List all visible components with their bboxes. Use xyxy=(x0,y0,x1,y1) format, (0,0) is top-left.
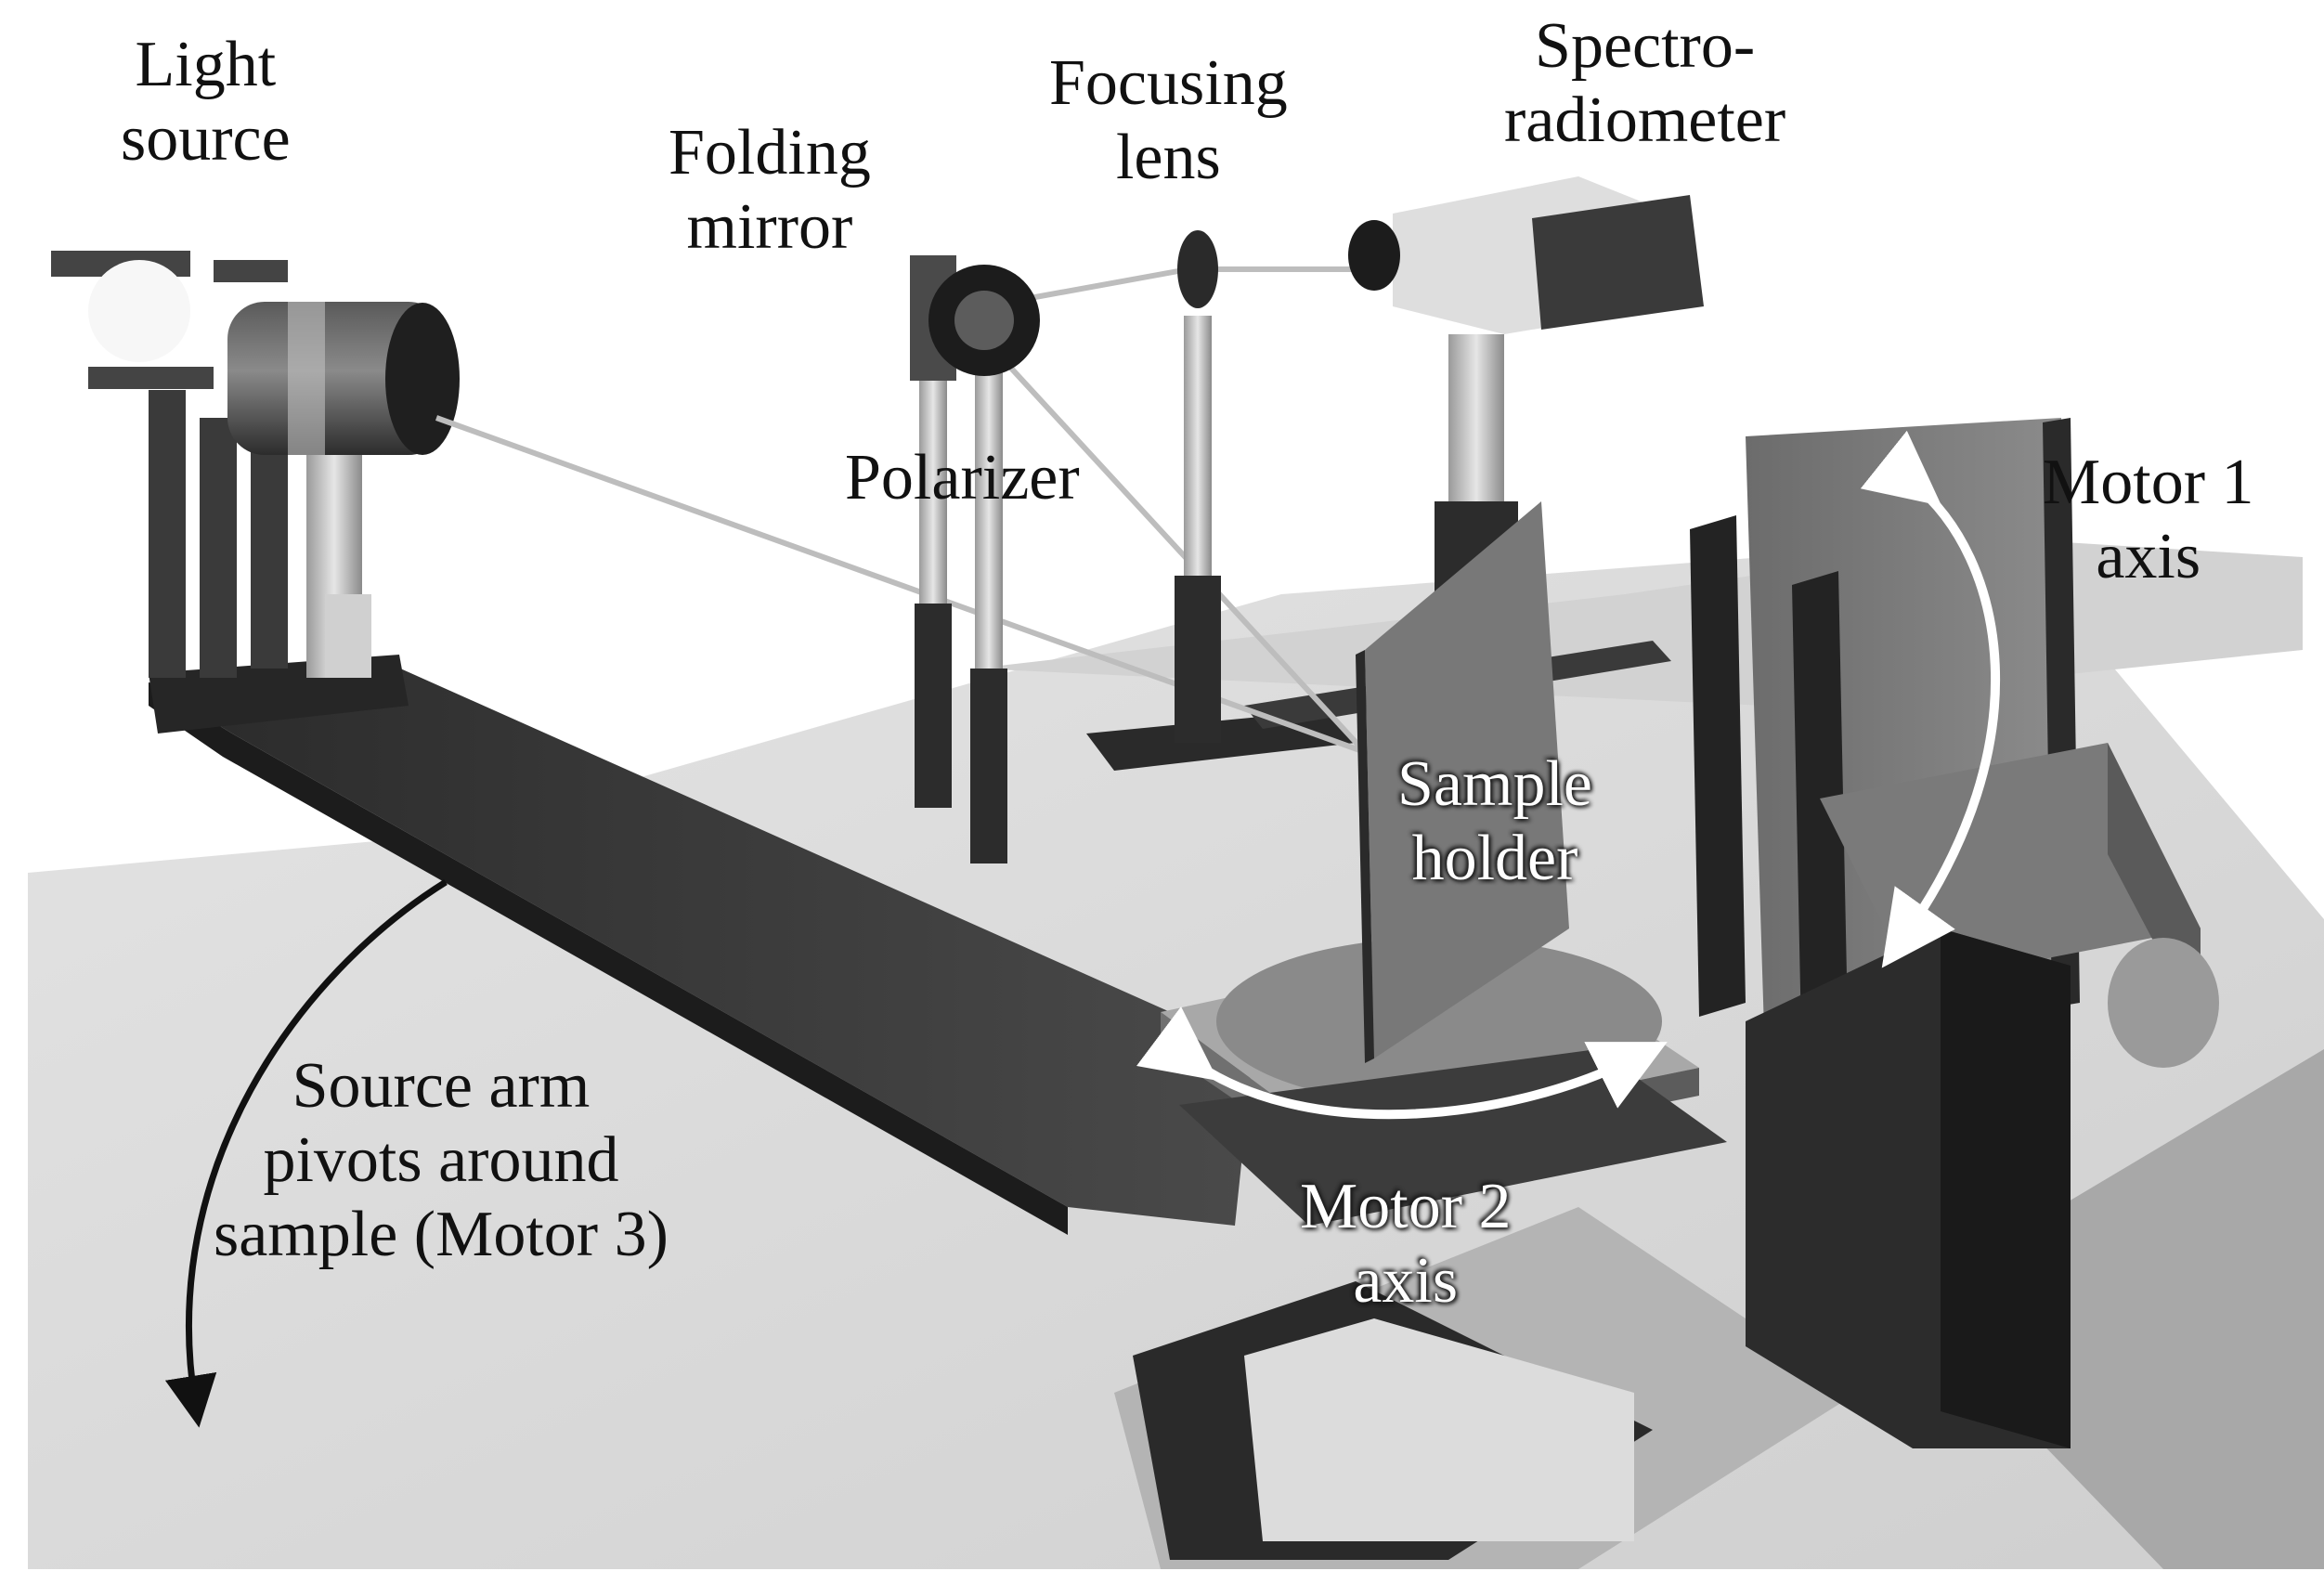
source-arm-side xyxy=(149,682,1068,1235)
sample-holder-edge xyxy=(1356,650,1374,1063)
label-light-source: Light source xyxy=(121,29,291,175)
lens-post xyxy=(1184,316,1212,585)
collimator-band xyxy=(288,302,325,455)
lens-post-collar xyxy=(325,594,371,678)
motor1-rotation-arrow xyxy=(1860,430,2001,968)
label-source-arm: Source arm pivots around sample (Motor 3… xyxy=(214,1050,669,1270)
motor3-rotation-arrow xyxy=(164,879,448,1428)
mirror-clamp-2 xyxy=(970,669,1007,863)
lamp-post-1 xyxy=(149,390,186,678)
motor1-vertical-rail-2 xyxy=(1792,571,1848,1035)
lamp-bulb xyxy=(88,260,190,362)
focusing-lens-element xyxy=(1177,230,1218,308)
label-sample-holder: Sample holder xyxy=(1397,748,1592,894)
label-motor2-axis: Motor 2 axis xyxy=(1300,1171,1512,1317)
motor1-shaft-cap xyxy=(2108,938,2219,1068)
beam-sample-to-mirror xyxy=(981,336,1368,755)
motor1-pedestal-front xyxy=(1941,928,2071,1448)
lamp-bracket-mid xyxy=(88,367,214,389)
spectro-back-box xyxy=(1532,195,1704,330)
label-spectroradiometer: Spectro- radiometer xyxy=(1504,10,1786,156)
label-focusing-lens: Focusing lens xyxy=(1049,47,1288,193)
label-folding-mirror: Folding mirror xyxy=(669,117,871,263)
motor2-rotation-arrow xyxy=(1136,1006,1668,1120)
stage-bottom-body xyxy=(1244,1318,1634,1541)
lamp-bracket-2 xyxy=(214,260,288,282)
mirror-clamp-1 xyxy=(915,604,952,808)
collimator-end xyxy=(385,303,460,455)
sample-holder-plate xyxy=(1365,501,1569,1058)
motor1-vertical-rail-1 xyxy=(1690,515,1746,1017)
label-motor1-axis: Motor 1 axis xyxy=(2043,447,2254,592)
label-polarizer: Polarizer xyxy=(845,442,1080,513)
motor1-shadow xyxy=(1903,1049,2324,1569)
source-arm xyxy=(149,664,1253,1226)
lamp-post-2 xyxy=(200,418,237,678)
polarizer-inner xyxy=(954,291,1014,350)
lens-post-clamp xyxy=(1175,576,1221,743)
spectro-lens xyxy=(1348,220,1400,291)
